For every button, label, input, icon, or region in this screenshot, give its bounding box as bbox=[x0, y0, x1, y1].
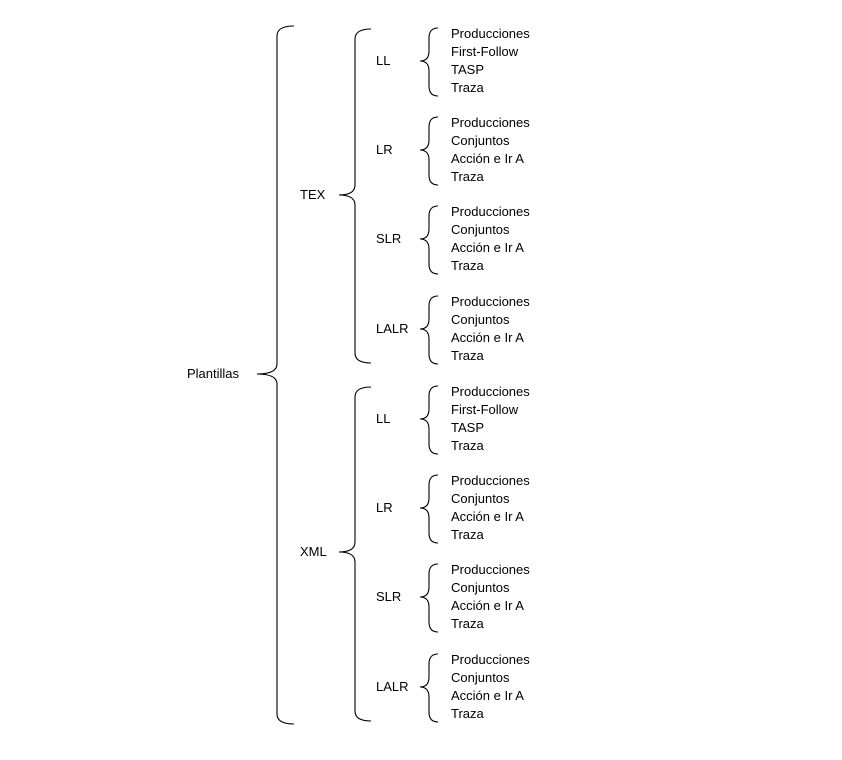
parser-label-ll: LL bbox=[376, 411, 391, 426]
leaf-item: Conjuntos bbox=[451, 312, 510, 327]
leaf-item: Producciones bbox=[451, 562, 530, 577]
leaf-item: Conjuntos bbox=[451, 670, 510, 685]
leaf-item: Conjuntos bbox=[451, 133, 510, 148]
parser-label-ll: LL bbox=[376, 53, 391, 68]
leaf-item: Conjuntos bbox=[451, 491, 510, 506]
leaf-item: Producciones bbox=[451, 204, 530, 219]
leaf-item: Traza bbox=[451, 169, 484, 184]
branch-brace-tex bbox=[338, 28, 372, 364]
leaf-brace-xml-lalr bbox=[419, 653, 439, 723]
leaf-item: Acción e Ir A bbox=[451, 688, 524, 703]
leaf-item: Acción e Ir A bbox=[451, 509, 524, 524]
parser-label-lalr: LALR bbox=[376, 679, 409, 694]
leaf-item: First-Follow bbox=[451, 44, 519, 59]
parser-label-slr: SLR bbox=[376, 231, 402, 246]
leaf-item: Traza bbox=[451, 80, 484, 95]
branch-label-xml: XML bbox=[300, 544, 327, 559]
parser-label-slr: SLR bbox=[376, 589, 402, 604]
leaf-item: Producciones bbox=[451, 115, 530, 130]
leaf-brace-xml-ll bbox=[419, 385, 439, 455]
leaf-item: First-Follow bbox=[451, 402, 519, 417]
leaf-brace-tex-lalr bbox=[419, 295, 439, 365]
leaf-item: Producciones bbox=[451, 294, 530, 309]
leaf-item: Acción e Ir A bbox=[451, 330, 524, 345]
leaf-item: TASP bbox=[451, 420, 484, 435]
leaf-item: Traza bbox=[451, 258, 484, 273]
leaf-item: Traza bbox=[451, 527, 484, 542]
parser-label-lr: LR bbox=[376, 500, 393, 515]
leaf-brace-tex-slr bbox=[419, 205, 439, 275]
leaf-item: Traza bbox=[451, 348, 484, 363]
leaf-item: Producciones bbox=[451, 26, 530, 41]
leaf-item: Acción e Ir A bbox=[451, 598, 524, 613]
leaf-item: Conjuntos bbox=[451, 222, 510, 237]
leaf-brace-xml-slr bbox=[419, 563, 439, 633]
leaf-item: Producciones bbox=[451, 652, 530, 667]
leaf-brace-xml-lr bbox=[419, 474, 439, 544]
branch-label-tex: TEX bbox=[300, 187, 326, 202]
leaf-item: Traza bbox=[451, 616, 484, 631]
branch-brace-xml bbox=[338, 386, 372, 722]
leaf-item: Traza bbox=[451, 438, 484, 453]
leaf-item: Acción e Ir A bbox=[451, 240, 524, 255]
leaf-brace-tex-lr bbox=[419, 116, 439, 186]
leaf-item: Traza bbox=[451, 706, 484, 721]
parser-label-lalr: LALR bbox=[376, 321, 409, 336]
root-brace bbox=[256, 25, 295, 725]
leaf-item: Producciones bbox=[451, 473, 530, 488]
leaf-brace-tex-ll bbox=[419, 27, 439, 97]
parser-label-lr: LR bbox=[376, 142, 393, 157]
root-label: Plantillas bbox=[187, 366, 240, 381]
leaf-item: Producciones bbox=[451, 384, 530, 399]
leaf-item: TASP bbox=[451, 62, 484, 77]
leaf-item: Acción e Ir A bbox=[451, 151, 524, 166]
leaf-item: Conjuntos bbox=[451, 580, 510, 595]
